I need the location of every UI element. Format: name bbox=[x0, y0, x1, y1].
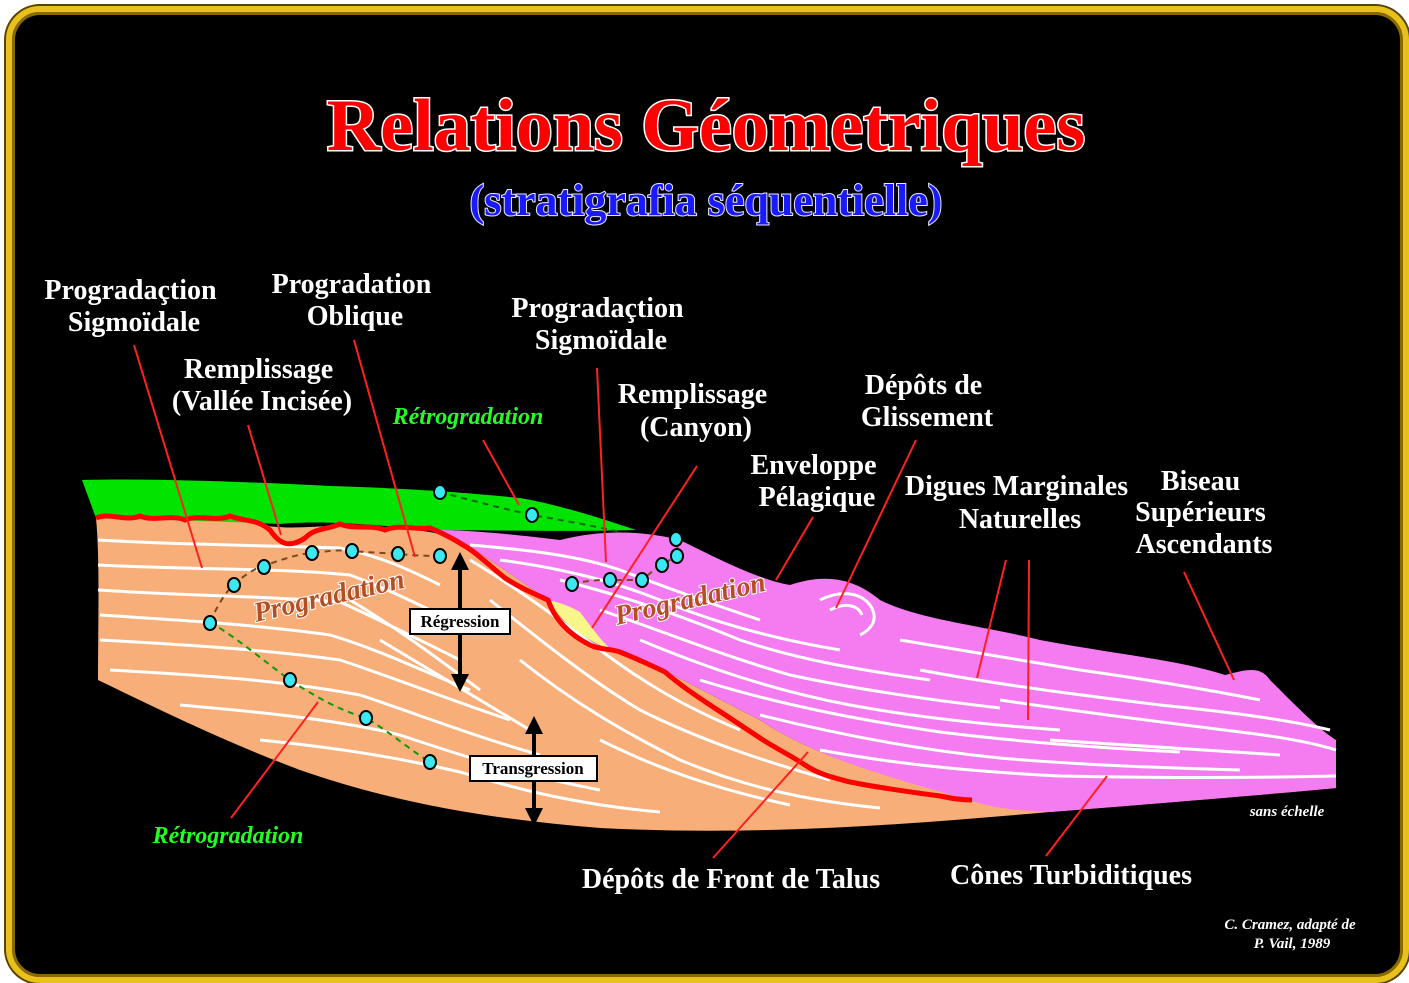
point-marker bbox=[203, 615, 217, 631]
label-remplissage-vallee: Remplissage (Vallée Incisée) bbox=[172, 354, 352, 417]
label-enveloppe-pelagique: Enveloppe Pélagique bbox=[750, 450, 883, 513]
page-subtitle: (stratigrafia séquentielle) bbox=[470, 176, 943, 225]
point-marker bbox=[525, 507, 539, 523]
point-marker bbox=[603, 572, 617, 588]
retrogradation-trend bbox=[209, 621, 431, 763]
point-marker bbox=[305, 545, 319, 561]
point-marker bbox=[283, 672, 297, 688]
page-title: Relations Géometriques bbox=[327, 85, 1085, 167]
label-front-talus: Dépôts de Front de Talus bbox=[582, 864, 880, 895]
label-prog-sigmoidale-mid: Progradaçtion Sigmoïdale bbox=[511, 293, 690, 356]
label-biseau-superieurs: Biseau Supérieurs Ascendants bbox=[1135, 466, 1273, 560]
point-marker bbox=[669, 531, 683, 547]
label-digues-marginales: Digues Marginales Naturelles bbox=[905, 471, 1135, 535]
label-scale: sans échelle bbox=[1249, 804, 1325, 820]
point-marker bbox=[565, 576, 579, 592]
label-retrogradation-bottom: Rétrogradation bbox=[152, 823, 304, 849]
point-marker bbox=[670, 548, 684, 564]
point-marker bbox=[433, 548, 447, 564]
label-retrogradation-top: Rétrogradation bbox=[392, 404, 544, 430]
bedding-orange bbox=[97, 538, 881, 814]
transgression-box bbox=[469, 755, 598, 782]
point-marker bbox=[359, 710, 373, 726]
label-cones-turbiditiques: Cônes Turbiditiques bbox=[950, 860, 1192, 891]
orange-unit bbox=[96, 515, 1336, 831]
pointer-lines bbox=[133, 339, 1235, 859]
regression-label: Régression bbox=[420, 612, 500, 631]
point-marker bbox=[227, 577, 241, 593]
credit-line-1: C. Cramez, adapté de bbox=[1224, 917, 1356, 933]
point-marker bbox=[257, 559, 271, 575]
shelf-break-points bbox=[203, 484, 684, 770]
regression-box bbox=[409, 608, 511, 635]
credit-line-2: P. Vail, 1989 bbox=[1254, 936, 1331, 952]
label-remplissage-canyon: Remplissage (Canyon) bbox=[618, 379, 774, 443]
point-marker bbox=[423, 754, 437, 770]
point-marker bbox=[433, 484, 447, 500]
point-marker bbox=[345, 543, 359, 559]
point-marker bbox=[655, 557, 669, 573]
point-marker bbox=[391, 546, 405, 562]
label-prog-sigmoidale-left: Progradaçtion Sigmoïdale bbox=[44, 275, 223, 338]
transgression-label: Transgression bbox=[482, 759, 584, 778]
point-marker bbox=[635, 572, 649, 588]
progradation-trend-top bbox=[439, 491, 621, 533]
canyon-fill bbox=[548, 600, 612, 650]
bedding-pink bbox=[469, 543, 1337, 779]
label-prog-oblique: Progradation Oblique bbox=[272, 269, 439, 332]
label-depots-glissement: Dépôts de Glissement bbox=[861, 370, 994, 433]
